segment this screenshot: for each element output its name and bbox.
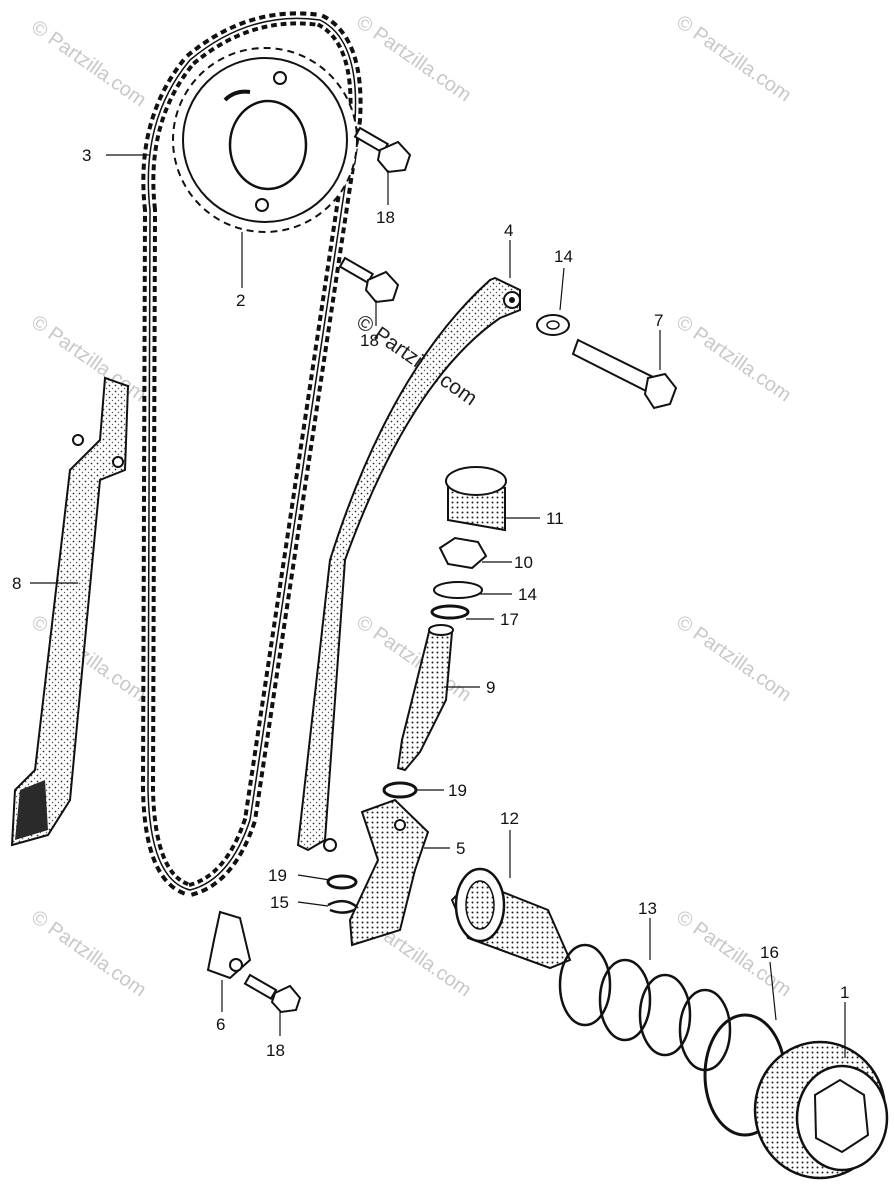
tensioner-rod <box>396 624 454 772</box>
callout-18-bottom: 18 <box>266 1041 285 1060</box>
cam-chain <box>140 11 363 898</box>
stopper-plate <box>206 910 252 980</box>
callout-7: 7 <box>654 311 663 330</box>
watermark-text: © Partzilla.com <box>672 311 795 406</box>
callout-14-top: 14 <box>554 247 573 266</box>
clip-19-lower <box>326 874 358 890</box>
callout-4: 4 <box>504 221 513 240</box>
watermark-text: © Partzilla.com <box>27 16 150 111</box>
callout-18-top: 18 <box>376 208 395 227</box>
callout-18-mid: 18 <box>360 331 379 350</box>
bolt-18-bottom <box>243 973 302 1014</box>
watermark-text: © Partzilla.com <box>672 611 795 706</box>
filter-spring <box>558 943 732 1072</box>
watermark-text: © Partzilla.com <box>27 311 150 406</box>
chain-guide-rail <box>10 376 130 847</box>
callout-17: 17 <box>500 610 519 629</box>
callout-16: 16 <box>760 943 779 962</box>
callout-8: 8 <box>12 574 21 593</box>
callout-9: 9 <box>486 678 495 697</box>
watermark-text: © Partzilla.com <box>352 11 475 106</box>
callout-12: 12 <box>500 809 519 828</box>
callout-15: 15 <box>270 893 289 912</box>
filter-cap <box>753 1040 889 1180</box>
callout-11: 11 <box>546 509 564 528</box>
callouts: 3 2 18 18 4 14 7 8 11 10 14 17 9 19 5 19… <box>12 146 849 1060</box>
callout-10: 10 <box>514 553 533 572</box>
callout-1: 1 <box>840 983 849 1002</box>
tensioner-holder <box>348 798 430 947</box>
cam-sprocket <box>172 47 358 233</box>
bolt-18-mid <box>338 256 400 304</box>
watermark-text: © Partzilla.com <box>27 906 150 1001</box>
nut-10 <box>438 536 488 570</box>
o-ring-17 <box>430 604 470 620</box>
oil-filter-screen <box>450 867 572 970</box>
clip-19-upper <box>382 781 418 799</box>
callout-2: 2 <box>236 291 245 310</box>
watermark-text: © Partzilla.com <box>672 11 795 106</box>
callout-13: 13 <box>638 899 657 918</box>
callout-19-left: 19 <box>268 866 287 885</box>
washer-14-mid <box>433 581 483 599</box>
tensioner-arm <box>296 276 521 852</box>
pivot-bolt <box>571 338 678 410</box>
callout-19-right: 19 <box>448 781 467 800</box>
bolt-18-top <box>353 126 412 174</box>
callout-6: 6 <box>216 1015 225 1034</box>
callout-5: 5 <box>456 839 465 858</box>
callout-14-mid: 14 <box>518 585 537 604</box>
tensioner-roller <box>445 466 507 532</box>
leader-lines <box>30 154 846 1058</box>
callout-3: 3 <box>82 146 91 165</box>
